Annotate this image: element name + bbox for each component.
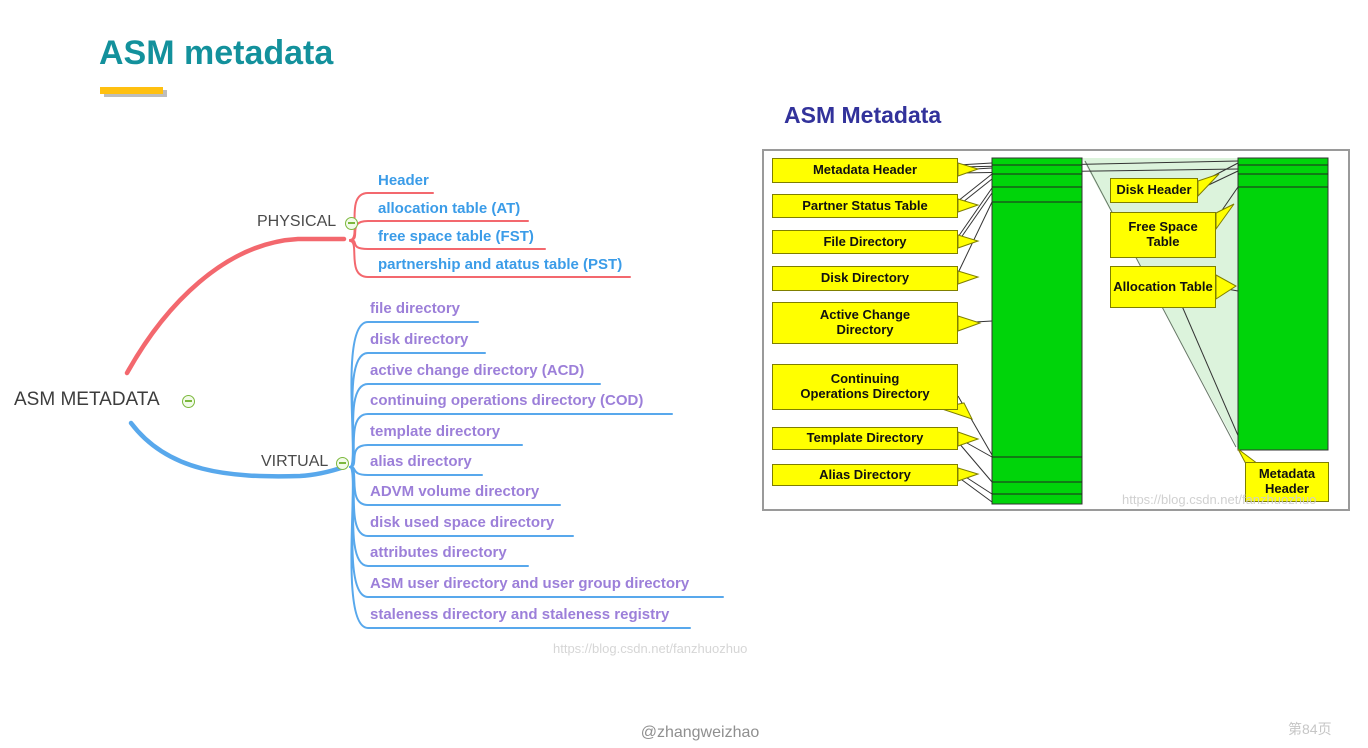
collapse-minus-icon: [336, 457, 349, 470]
diagram-box-label: Active Change Directory: [819, 307, 911, 337]
diagram-box-label: Template Directory: [806, 430, 924, 446]
mindmap-branch-physical: PHYSICAL: [257, 213, 337, 230]
diagram-box-label: Allocation Table: [1113, 278, 1213, 294]
diagram-box-label: Disk Header: [1116, 182, 1192, 198]
mindmap-leaf: attributes directory: [370, 544, 507, 561]
mindmap-leaf: active change directory (ACD): [370, 362, 585, 379]
mindmap-leaf: disk used space directory: [370, 514, 555, 531]
asm-metadata-diagram: Metadata Header Partner Status Table Fil…: [762, 149, 1350, 511]
disk-column-2: [1237, 157, 1329, 451]
mindmap-leaf: file directory: [370, 300, 461, 317]
diagram-box: Alias Directory: [772, 464, 958, 486]
page-number: 第84页: [1288, 721, 1332, 737]
collapse-minus-icon: [182, 395, 195, 408]
mindmap-leaf: Header: [378, 172, 429, 189]
diagram-box-label: Disk Directory: [820, 270, 910, 286]
diagram-box: Active Change Directory: [772, 302, 958, 344]
mindmap-root-label: ASM METADATA: [14, 389, 160, 410]
mindmap-leaf: ASM user directory and user group direct…: [370, 575, 690, 592]
mindmap-leaf: template directory: [370, 423, 501, 440]
mindmap-branch-virtual: VIRTUAL: [261, 453, 329, 470]
diagram-box-label: Metadata Header: [1258, 466, 1316, 496]
diagram-box: Partner Status Table: [772, 194, 958, 218]
mindmap-leaf: partnership and atatus table (PST): [378, 256, 623, 273]
mindmap-leaf: free space table (FST): [378, 228, 534, 245]
page-title: ASM metadata: [99, 34, 334, 72]
mindmap-leaf: disk directory: [370, 331, 469, 348]
mindmap-leaf: alias directory: [370, 453, 472, 470]
watermark: https://blog.csdn.net/fanzhuozhuo: [1122, 492, 1317, 507]
diagram-box: Metadata Header: [1245, 462, 1329, 502]
diagram-box: Disk Header: [1110, 178, 1198, 203]
mindmap-leaf: allocation table (AT): [378, 200, 521, 217]
diagram-box: Allocation Table: [1110, 266, 1216, 308]
disk-column-1: [991, 157, 1083, 505]
title-underline: [100, 87, 163, 94]
diagram-box-label: Continuing Operations Directory: [800, 371, 930, 401]
diagram-box: Free Space Table: [1110, 212, 1216, 258]
collapse-minus-icon: [345, 217, 358, 230]
diagram-box-label: Partner Status Table: [802, 197, 928, 213]
mindmap-leaf: ADVM volume directory: [370, 483, 540, 500]
diagram-box-label: Alias Directory: [819, 466, 911, 482]
diagram-box: File Directory: [772, 230, 958, 254]
diagram-title: ASM Metadata: [784, 102, 942, 128]
mindmap-leaf: staleness directory and staleness regist…: [370, 606, 670, 623]
diagram-box-label: Metadata Header: [812, 162, 918, 178]
diagram-box-label: Free Space Table: [1128, 219, 1198, 249]
diagram-box: Metadata Header: [772, 158, 958, 183]
diagram-box-label: File Directory: [823, 233, 907, 249]
author-footer: @zhangweizhao: [640, 724, 760, 741]
diagram-box: Disk Directory: [772, 266, 958, 291]
diagram-box: Continuing Operations Directory: [772, 364, 958, 410]
diagram-box: Template Directory: [772, 427, 958, 450]
mindmap-leaf: continuing operations directory (COD): [370, 392, 644, 409]
watermark: https://blog.csdn.net/fanzhuozhuo: [553, 641, 748, 656]
